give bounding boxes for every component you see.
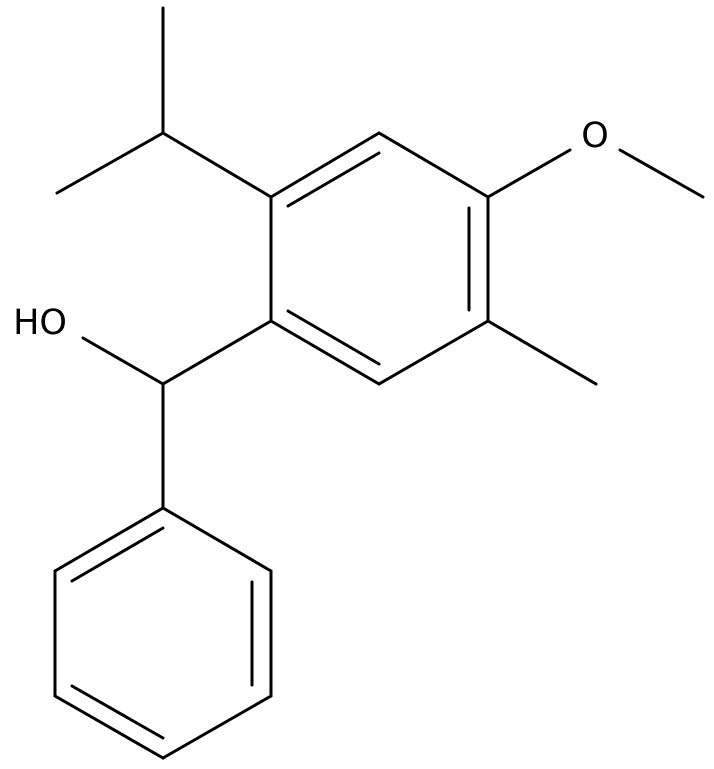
phenyl-bond-3 (161, 694, 273, 760)
phenyl-ring (53, 506, 273, 760)
ring-bond-5-inner (286, 309, 381, 366)
bond-ring-methyl (486, 319, 598, 386)
carbinol-group: HO (13, 303, 273, 510)
isopropyl-group (55, 6, 273, 199)
ring-bond-1 (269, 131, 381, 199)
phenyl-bond-4 (53, 694, 165, 760)
bond-isopropyl-to-ring (161, 131, 273, 199)
bond-isopropyl-methyl-left (55, 131, 165, 195)
ring-bond-1-inner (286, 151, 381, 208)
bond-carbinol-to-oh (81, 336, 165, 386)
phenyl-bond-6 (53, 506, 165, 573)
hydroxyl-label: HO (13, 303, 67, 343)
ring-bond-4 (377, 319, 490, 386)
phenyl-bond-4-inner (70, 684, 165, 740)
bond-ring-to-methoxy-o (486, 148, 572, 199)
ring-bond-2 (377, 131, 490, 199)
bond-ring-to-carbinol (161, 319, 273, 386)
bond-methoxy-o-to-methyl (618, 148, 705, 199)
substituted-benzene-ring (269, 131, 490, 386)
methoxy-oxygen-label: O (581, 116, 609, 156)
phenyl-bond-1 (161, 506, 273, 573)
phenyl-bond-6-inner (70, 526, 165, 583)
ring-bond-5 (269, 319, 381, 386)
methoxy-group: O (486, 116, 705, 199)
